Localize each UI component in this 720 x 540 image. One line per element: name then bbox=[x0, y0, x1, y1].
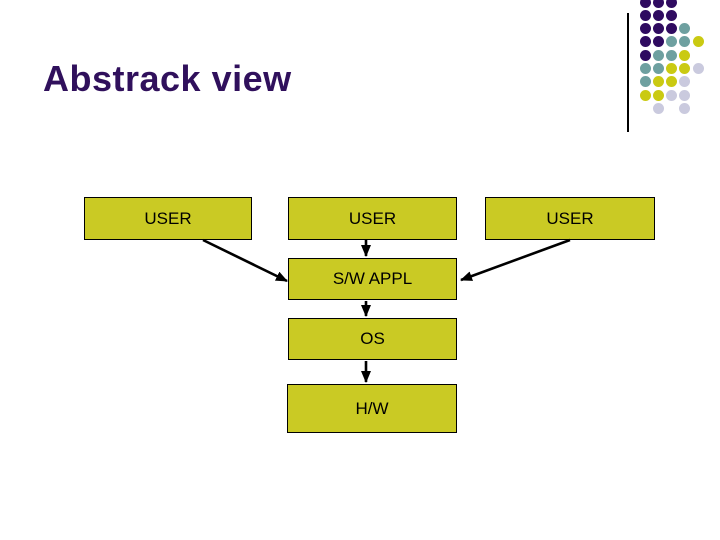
decoration-dot bbox=[639, 49, 651, 61]
decoration-dot bbox=[652, 63, 664, 74]
decoration-dot bbox=[639, 9, 651, 21]
diagram-node-user-right: USER bbox=[485, 197, 655, 240]
decoration-dot bbox=[679, 63, 691, 74]
arrow-user-right-to-sw-appl bbox=[460, 238, 571, 282]
decoration-dot bbox=[652, 23, 664, 35]
diagram-node-os: OS bbox=[288, 318, 457, 360]
decoration-dot bbox=[666, 23, 678, 35]
diagram-node-sw-appl: S/W APPL bbox=[288, 258, 457, 300]
diagram-node-user-left: USER bbox=[84, 197, 252, 240]
decoration-dot bbox=[652, 36, 664, 48]
decoration-dot bbox=[679, 102, 691, 114]
decoration-dot bbox=[639, 0, 651, 8]
decoration-dot bbox=[666, 63, 678, 74]
decoration-dot bbox=[652, 102, 664, 114]
decoration-dot bbox=[639, 76, 651, 88]
arrow-user-left-to-sw-appl bbox=[202, 238, 288, 283]
decoration-dot bbox=[639, 23, 651, 35]
decoration-dot bbox=[639, 63, 651, 74]
decoration-dot bbox=[666, 76, 678, 88]
diagram-node-hw: H/W bbox=[287, 384, 457, 433]
decoration-dot bbox=[692, 36, 704, 48]
decoration-dot bbox=[652, 89, 664, 101]
diagram-node-user-middle: USER bbox=[288, 197, 457, 240]
decoration-dot bbox=[639, 89, 651, 101]
slide-title: Abstrack view bbox=[43, 58, 292, 99]
decoration-dot bbox=[692, 63, 704, 74]
decoration-dot bbox=[639, 36, 651, 48]
decoration-dot bbox=[652, 49, 664, 61]
decoration-dot bbox=[652, 76, 664, 88]
decoration-dot bbox=[666, 49, 678, 61]
decoration-dot bbox=[666, 36, 678, 48]
decoration-dot bbox=[666, 9, 678, 21]
decoration-dot bbox=[679, 76, 691, 88]
decoration-dot bbox=[666, 0, 678, 8]
decoration-dot bbox=[652, 0, 664, 8]
decoration-dot bbox=[679, 49, 691, 61]
decoration-vertical-line bbox=[627, 13, 629, 132]
decoration-dot bbox=[666, 89, 678, 101]
decoration-dot bbox=[652, 9, 664, 21]
decoration-dot bbox=[679, 89, 691, 101]
decoration-dot bbox=[679, 36, 691, 48]
decoration-dot bbox=[679, 23, 691, 35]
